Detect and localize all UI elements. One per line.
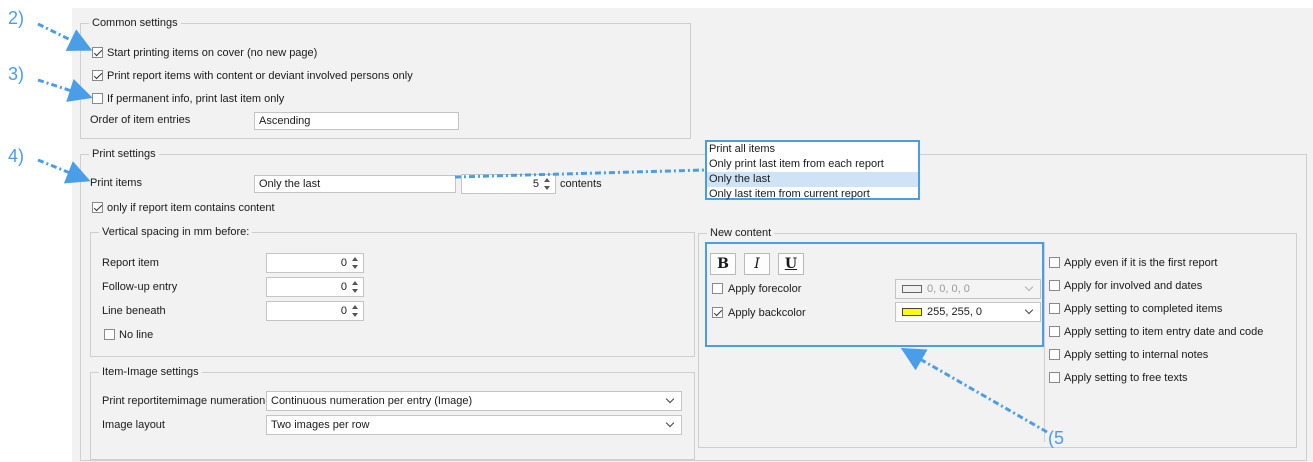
spin-arrows-icon[interactable] bbox=[350, 255, 362, 271]
dropdown-option[interactable]: Print all items bbox=[709, 143, 776, 155]
new-content-legend: New content bbox=[707, 226, 775, 240]
only-if-content-checkbox[interactable] bbox=[92, 202, 103, 213]
apply-involved-dates-label[interactable]: Apply for involved and dates bbox=[1064, 280, 1203, 292]
annotation-label-3: 3) bbox=[8, 64, 25, 84]
apply-free-texts-checkbox[interactable] bbox=[1049, 372, 1060, 383]
print-items-select[interactable]: Only the last bbox=[254, 175, 456, 193]
apply-internal-notes-label[interactable]: Apply setting to internal notes bbox=[1064, 349, 1209, 361]
apply-forecolor-checkbox[interactable] bbox=[712, 283, 723, 294]
print-settings-legend: Print settings bbox=[89, 147, 159, 161]
image-layout-select[interactable]: Two images per row bbox=[266, 415, 682, 435]
backcolor-swatch bbox=[902, 308, 922, 316]
underline-button[interactable]: U bbox=[778, 253, 804, 275]
apply-free-texts-label[interactable]: Apply setting to free texts bbox=[1064, 372, 1188, 384]
dropdown-option[interactable]: Only last item from current report bbox=[709, 188, 870, 200]
print-items-label: Print items bbox=[90, 177, 142, 189]
apply-first-report-checkbox[interactable] bbox=[1049, 257, 1060, 268]
start-printing-label[interactable]: Start printing items on cover (no new pa… bbox=[107, 47, 318, 59]
apply-entry-date-code-label[interactable]: Apply setting to item entry date and cod… bbox=[1064, 326, 1264, 338]
permanent-info-checkbox[interactable] bbox=[92, 93, 103, 104]
spin-arrows-icon[interactable] bbox=[350, 303, 362, 319]
spin-arrows-icon[interactable] bbox=[542, 176, 554, 192]
contents-count-value: 5 bbox=[532, 178, 539, 190]
only-if-content-label[interactable]: only if report item contains content bbox=[107, 202, 275, 214]
start-printing-checkbox[interactable] bbox=[92, 47, 103, 58]
backcolor-value: 255, 255, 0 bbox=[927, 306, 983, 318]
chevron-down-icon[interactable] bbox=[1024, 305, 1034, 315]
print-report-items-label[interactable]: Print report items with content or devia… bbox=[107, 70, 413, 82]
follow-up-entry-label: Follow-up entry bbox=[102, 281, 178, 293]
line-beneath-value: 0 bbox=[340, 305, 347, 317]
dropdown-option-selected[interactable]: Only the last bbox=[707, 172, 918, 187]
chevron-down-icon[interactable] bbox=[665, 394, 675, 404]
image-layout-label: Image layout bbox=[102, 419, 165, 431]
vertical-spacing-group: Vertical spacing in mm before: bbox=[90, 225, 695, 357]
spin-arrows-icon[interactable] bbox=[350, 279, 362, 295]
report-item-stepper[interactable]: 0 bbox=[266, 253, 364, 273]
apply-internal-notes-checkbox[interactable] bbox=[1049, 349, 1060, 360]
annotation-label-2: 2) bbox=[8, 8, 25, 28]
apply-completed-items-label[interactable]: Apply setting to completed items bbox=[1064, 303, 1223, 315]
print-items-dropdown-list: Print all items Only print last item fro… bbox=[705, 140, 920, 200]
apply-forecolor-label[interactable]: Apply forecolor bbox=[728, 283, 802, 295]
item-image-settings-legend: Item-Image settings bbox=[99, 365, 202, 379]
line-beneath-stepper[interactable]: 0 bbox=[266, 301, 364, 321]
annotation-label-4: 4) bbox=[8, 146, 25, 166]
new-content-divider bbox=[1044, 242, 1045, 442]
image-numeration-label: Print reportitemimage numeration bbox=[102, 395, 266, 407]
follow-up-entry-value: 0 bbox=[340, 281, 347, 293]
new-content-group: New content bbox=[698, 226, 1297, 448]
chevron-down-icon[interactable] bbox=[665, 418, 675, 428]
print-settings-group: Print settings bbox=[80, 147, 1307, 461]
apply-backcolor-checkbox[interactable] bbox=[712, 307, 723, 318]
vertical-spacing-legend: Vertical spacing in mm before: bbox=[99, 225, 253, 239]
order-of-item-entries-field[interactable]: Ascending bbox=[254, 112, 459, 130]
apply-involved-dates-checkbox[interactable] bbox=[1049, 280, 1060, 291]
permanent-info-label[interactable]: If permanent info, print last item only bbox=[107, 93, 285, 105]
new-content-highlight bbox=[705, 242, 1044, 347]
settings-panel bbox=[72, 8, 1313, 462]
apply-first-report-label[interactable]: Apply even if it is the first report bbox=[1064, 257, 1218, 269]
item-image-settings-group: Item-Image settings bbox=[90, 365, 695, 460]
contents-label: contents bbox=[560, 178, 602, 190]
annotation-label-5: (5 bbox=[1048, 428, 1065, 448]
image-layout-value: Two images per row bbox=[271, 419, 370, 431]
forecolor-swatch bbox=[902, 285, 922, 293]
common-settings-legend: Common settings bbox=[89, 16, 181, 30]
image-numeration-value: Continuous numeration per entry (Image) bbox=[271, 395, 473, 407]
chevron-down-icon[interactable] bbox=[1024, 282, 1034, 292]
contents-count-stepper[interactable]: 5 bbox=[461, 174, 556, 194]
apply-entry-date-code-checkbox[interactable] bbox=[1049, 326, 1060, 337]
print-report-items-checkbox[interactable] bbox=[92, 70, 103, 81]
italic-button[interactable]: I bbox=[744, 253, 770, 275]
report-item-label: Report item bbox=[102, 257, 159, 269]
no-line-label[interactable]: No line bbox=[119, 329, 154, 341]
follow-up-entry-stepper[interactable]: 0 bbox=[266, 277, 364, 297]
forecolor-value: 0, 0, 0, 0 bbox=[927, 283, 970, 295]
line-beneath-label: Line beneath bbox=[102, 305, 166, 317]
dropdown-option[interactable]: Only print last item from each report bbox=[709, 158, 884, 170]
backcolor-select[interactable]: 255, 255, 0 bbox=[895, 302, 1041, 322]
report-item-value: 0 bbox=[340, 257, 347, 269]
bold-button[interactable]: B bbox=[710, 253, 736, 275]
order-of-item-entries-label: Order of item entries bbox=[90, 114, 191, 126]
forecolor-select[interactable]: 0, 0, 0, 0 bbox=[895, 279, 1041, 299]
no-line-checkbox[interactable] bbox=[104, 329, 115, 340]
apply-completed-items-checkbox[interactable] bbox=[1049, 303, 1060, 314]
apply-backcolor-label[interactable]: Apply backcolor bbox=[728, 307, 806, 319]
image-numeration-select[interactable]: Continuous numeration per entry (Image) bbox=[266, 391, 682, 411]
